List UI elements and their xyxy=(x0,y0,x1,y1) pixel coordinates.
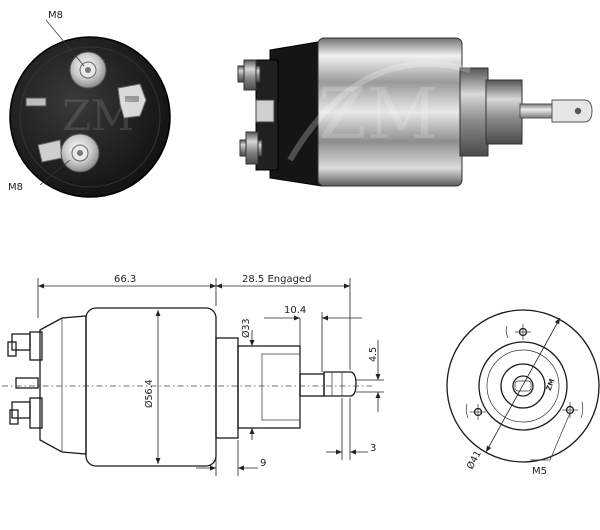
spade-terminal xyxy=(117,83,147,119)
drawing-terminals xyxy=(7,331,43,429)
side-view-photo: ZM xyxy=(237,37,593,187)
dim-label-o56-4: Ø56.4 xyxy=(144,379,155,408)
dim-label-28-5: 28.5 Engaged xyxy=(242,274,311,285)
dim-label-4-5: 4.5 xyxy=(368,347,379,362)
dim-flange: 9 xyxy=(196,440,266,476)
dim-label-9: 9 xyxy=(260,458,266,469)
dim-label-66-3: 66.3 xyxy=(114,274,136,285)
dim-eye-thickness: 3 xyxy=(326,398,376,460)
dim-label-o33: Ø33 xyxy=(241,318,252,338)
neck xyxy=(459,67,489,157)
dim-label-10-4: 10.4 xyxy=(284,305,306,316)
bottom-terminal-stud xyxy=(37,133,100,173)
dim-body-length: 66.3 xyxy=(37,274,217,318)
dim-label-3: 3 xyxy=(370,443,376,454)
dim-neck-dia: Ø33 xyxy=(241,318,262,440)
front-outer-circle xyxy=(446,309,600,463)
plunger-rod xyxy=(519,103,555,119)
plunger-mark: ZM xyxy=(545,378,557,392)
leader-m5: M5 xyxy=(530,412,571,477)
technical-front-view: ZM Ø41 M5 xyxy=(446,309,600,477)
side-terminals xyxy=(237,59,275,165)
end-view-photo: ZM M8 M8 xyxy=(8,10,171,198)
dim-body-dia: Ø56.4 xyxy=(144,310,161,464)
leader-top-m8 xyxy=(45,19,85,67)
label-top-m8: M8 xyxy=(48,10,63,21)
dim-label-m5: M5 xyxy=(532,466,547,477)
dim-eye-width: 4.5 xyxy=(356,340,384,412)
drawing-plunger xyxy=(299,373,325,397)
label-bottom-m8: M8 xyxy=(8,182,23,193)
technical-side-drawing: 66.3 28.5 Engaged 10.4 Ø3 xyxy=(2,274,384,476)
drawing-neck xyxy=(237,345,301,429)
leader-bottom-m8 xyxy=(39,159,71,186)
watermark-logo: ZM xyxy=(62,91,134,140)
watermark-logo-side: ZM xyxy=(318,73,438,155)
dim-engaged: 28.5 Engaged xyxy=(216,274,351,370)
plunger-eye xyxy=(551,99,593,123)
dim-plunger-ext: 10.4 xyxy=(264,305,362,372)
top-terminal-stud xyxy=(69,51,107,89)
small-tab xyxy=(25,97,47,107)
dim-label-o41: Ø41 xyxy=(465,449,484,471)
